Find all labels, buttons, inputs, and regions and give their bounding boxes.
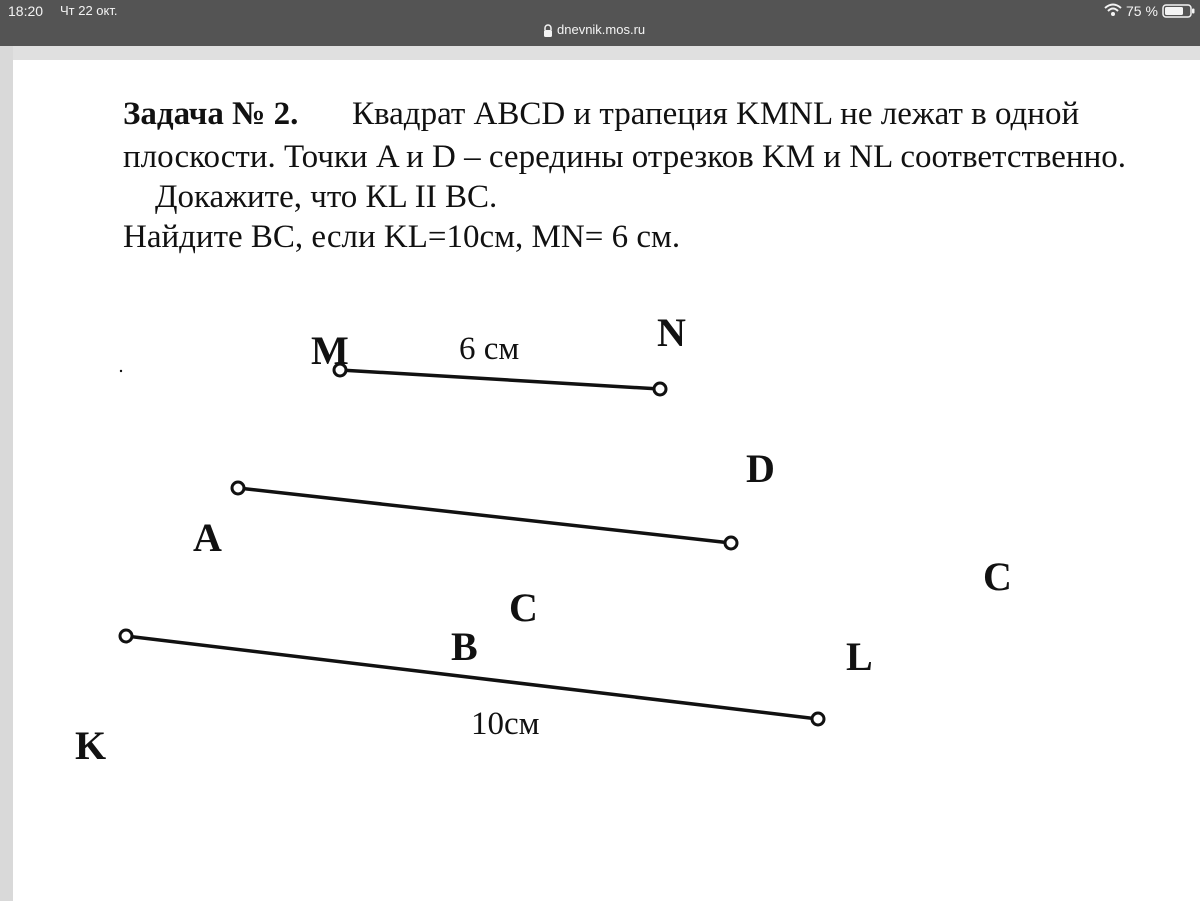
status-time: 18:20 (8, 3, 44, 19)
point-label-l: L (846, 634, 873, 679)
lock-icon (544, 24, 552, 37)
point-label-b: B (451, 624, 478, 669)
stray-dot (119, 369, 123, 373)
point-n-marker (652, 381, 668, 397)
battery-percentage: 75 % (1126, 3, 1158, 19)
page-surface (13, 60, 1200, 901)
browser-status-bar: 18:20 Чт 22 окт. 75 % dnevnik.mos.ru (0, 0, 1200, 46)
point-label-c: C (509, 585, 538, 630)
point-a-marker (230, 480, 246, 496)
point-label-n: N (657, 310, 686, 355)
wifi-icon (1104, 3, 1122, 16)
browser-divider (0, 46, 1200, 60)
status-date: Чт 22 окт. (60, 3, 118, 18)
point-label-c-secondary: C (983, 554, 1012, 599)
segment-mn (338, 368, 662, 391)
task-line-4: Найдите BC, если KL=10см, MN= 6 см. (123, 219, 681, 255)
battery-icon (1162, 4, 1195, 18)
task-line-2: плоскости. Точки A и D – середины отрезк… (123, 139, 1126, 175)
point-label-m: M (311, 328, 349, 373)
point-m-marker (332, 362, 348, 378)
mn-length-label: 6 см (459, 331, 519, 367)
point-k-marker (118, 628, 134, 644)
point-l-marker (810, 711, 826, 727)
left-frame (0, 46, 13, 901)
url-text[interactable]: dnevnik.mos.ru (557, 22, 646, 37)
point-label-k: K (75, 723, 106, 768)
point-label-d: D (746, 446, 775, 491)
task-line-3: Докажите, что КL II BC. (155, 179, 498, 215)
segment-ad (236, 486, 733, 545)
task-line-1: Квадрат ABCD и трапеция KMNL не лежат в … (352, 96, 1080, 132)
point-d-marker (723, 535, 739, 551)
kl-length-label: 10см (471, 706, 540, 742)
segment-kl (124, 634, 820, 721)
task-title: Задача № 2. (123, 96, 299, 132)
point-label-a: A (193, 515, 222, 560)
